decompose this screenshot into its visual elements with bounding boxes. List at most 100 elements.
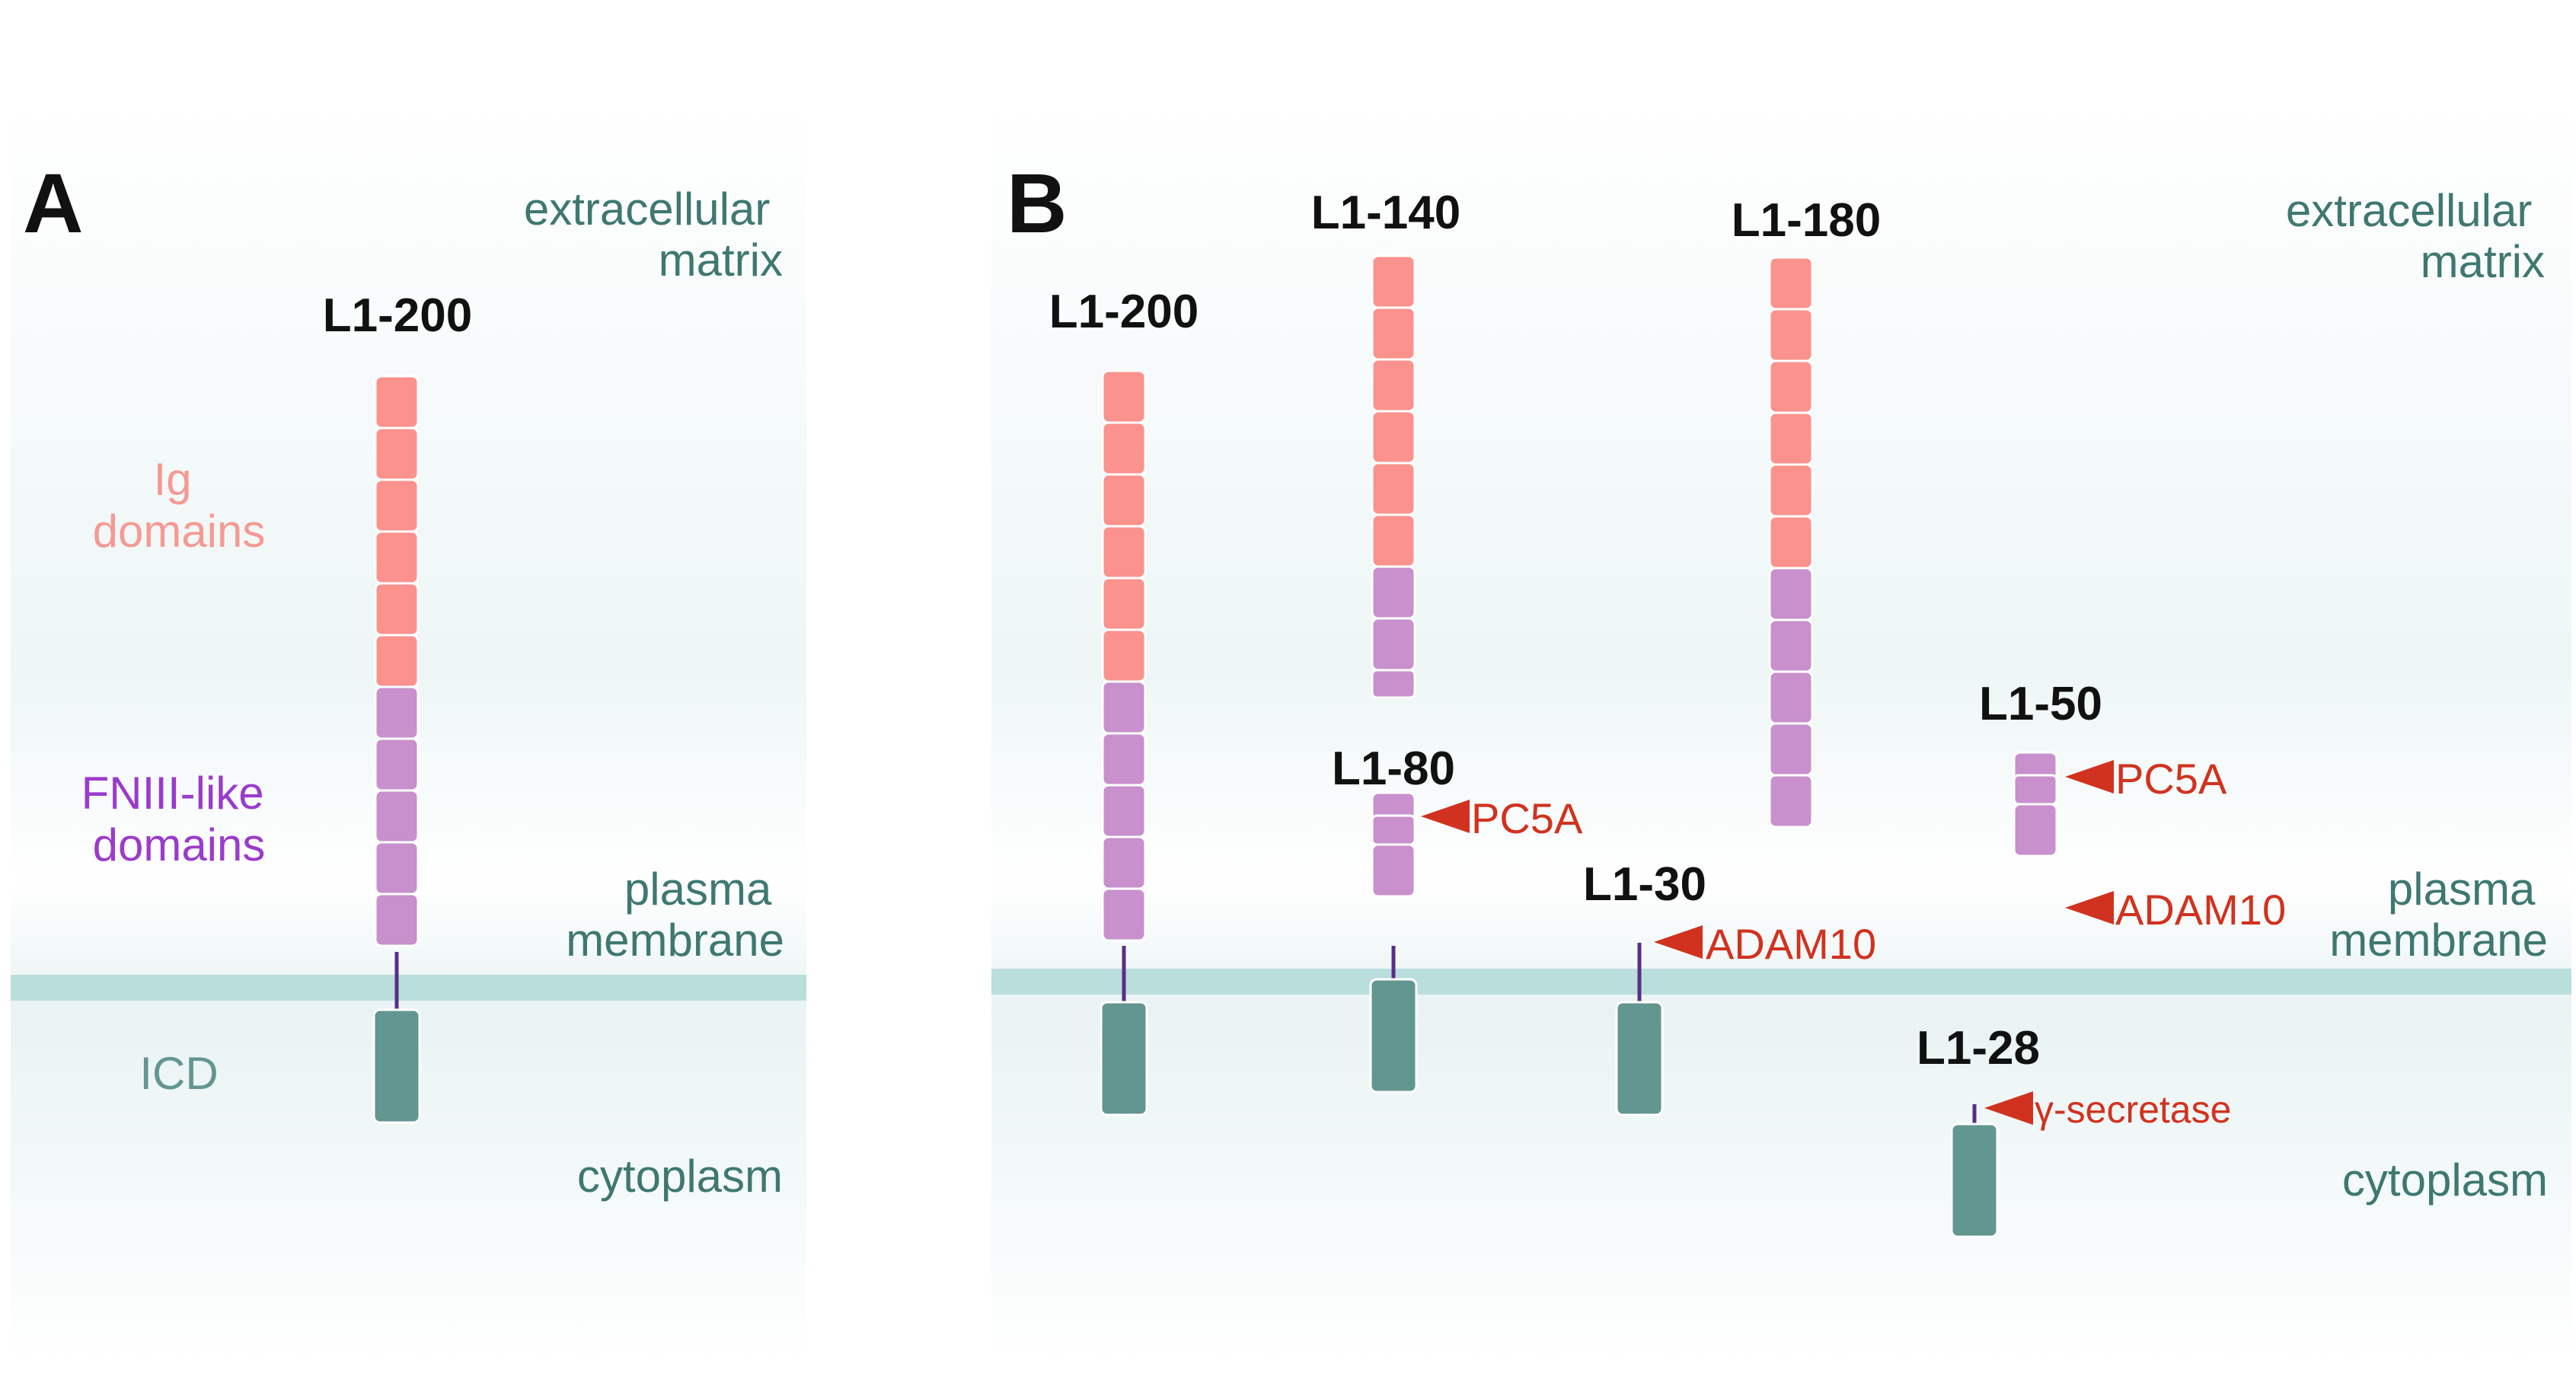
cleavage-arrow-adam10-l1-30 [1654, 925, 1703, 959]
molecule-l1-140-fn3-domain-1 [1371, 565, 1416, 620]
molecule-label-l1-140: L1-140 [1311, 187, 1460, 239]
molecule-a-ig-domain-4 [374, 530, 420, 585]
cleavage-label-gamma-secretase: γ-secretase [2035, 1088, 2231, 1131]
panel-a-extracellular-line1: extracellular [524, 184, 770, 235]
molecule-l1-80-fn3-domain-cleaved [1371, 814, 1416, 846]
ig-domains-label: Ig domains [93, 454, 266, 557]
molecule-l1-28 [1950, 1104, 1999, 1238]
molecule-l1-140-ig-domain-6 [1371, 513, 1416, 568]
molecule-a-ig-domain-5 [374, 582, 420, 637]
molecule-l1-50-fn3-domain-2 [2013, 803, 2058, 857]
molecule-a-ig-domain-1 [374, 375, 420, 430]
molecule-a-ig-domain-6 [374, 634, 420, 688]
molecule-l1-180-fn3-domain-4 [1768, 722, 1814, 777]
molecule-l1-200-fn3-domain-5 [1101, 887, 1147, 942]
cleavage-label-pc5a-l1-80: PC5A [1471, 794, 1583, 842]
molecule-a-label: L1-200 [323, 289, 472, 342]
molecule-l1-180-ig-domain-4 [1768, 411, 1814, 466]
panel-b-membrane-line2: membrane [2329, 915, 2548, 966]
molecule-label-l1-80: L1-80 [1332, 742, 1455, 795]
molecule-a-fn3-domain-3 [374, 789, 420, 844]
cleavage-label-adam10-l1-50: ADAM10 [2115, 886, 2286, 934]
molecule-l1-80-intracellular-domain [1369, 978, 1418, 1094]
molecule-l1-200-intracellular-domain [1100, 1001, 1148, 1116]
molecule-l1-140-ig-domain-5 [1371, 461, 1416, 516]
cleavage-arrow-gamma-secretase [1984, 1091, 2033, 1125]
molecule-label-l1-50: L1-50 [1979, 678, 2102, 730]
molecule-l1-200-ig-domain-2 [1101, 421, 1147, 476]
molecule-l1-180-fn3-domain-1 [1768, 567, 1814, 621]
molecule-l1-180-fn3-domain-2 [1768, 618, 1814, 673]
molecule-l1-50 [2013, 751, 2058, 857]
molecule-a-fn3-domain-1 [374, 685, 420, 740]
molecule-label-l1-180: L1-180 [1732, 194, 1881, 247]
fn-domains-line2: domains [93, 819, 266, 870]
cleavage-arrow-pc5a-l1-80 [1421, 800, 1470, 833]
panel-b-molecules [1100, 254, 2058, 1238]
panel-b-cytoplasm-label: cytoplasm [2342, 1154, 2548, 1206]
molecule-a-fn3-domain-2 [374, 737, 420, 792]
panel-b-extracellular-line1: extracellular [2286, 185, 2532, 236]
icd-label: ICD [139, 1048, 218, 1099]
panel-a-extracellular-label: extracellular matrix [524, 184, 783, 286]
cleavage-arrow-adam10-l1-50 [2065, 891, 2114, 925]
molecule-l1-200-ig-domain-6 [1101, 628, 1147, 683]
molecule-l1-180-fn3-domain-5 [1768, 774, 1814, 829]
molecule-a-ig-domain-3 [374, 478, 420, 533]
panel-b-extracellular-line2: matrix [2421, 236, 2545, 287]
cleavage-label-pc5a-l1-50: PC5A [2115, 755, 2227, 803]
molecule-a-ig-domain-2 [374, 426, 420, 481]
molecule-l1-180-ig-domain-3 [1768, 359, 1814, 414]
cleavage-arrow-pc5a-l1-50 [2065, 760, 2114, 794]
ig-domains-line1: Ig [154, 454, 192, 505]
panel-a-letter: A [23, 157, 83, 251]
molecule-l1-140-ig-domain-2 [1371, 306, 1416, 361]
molecule-l1-140-fn3-domain-cleaved [1371, 669, 1416, 699]
molecule-label-l1-200: L1-200 [1049, 286, 1199, 338]
molecule-l1-28-intracellular-domain [1950, 1123, 1999, 1238]
molecule-l1-180-fn3-domain-3 [1768, 670, 1814, 725]
ig-domains-line2: domains [93, 506, 266, 557]
panel-a-extracellular-line2: matrix [659, 235, 783, 286]
molecule-l1-200-ig-domain-3 [1101, 473, 1147, 528]
molecule-l1-30 [1615, 943, 1664, 1116]
molecule-a-l1-200 [372, 375, 421, 1124]
panel-b-extracellular-label: extracellular matrix [2286, 185, 2545, 287]
molecule-label-l1-28: L1-28 [1917, 1022, 2040, 1075]
molecule-l1-180 [1768, 256, 1814, 829]
molecule-l1-140-ig-domain-4 [1371, 410, 1416, 465]
molecule-l1-180-ig-domain-6 [1768, 515, 1814, 570]
panel-a: A extracellular matrix plasma membrane c… [11, 99, 806, 1363]
molecule-l1-30-intracellular-domain [1615, 1001, 1664, 1116]
molecule-l1-200 [1100, 369, 1148, 1116]
molecule-l1-200-ig-domain-4 [1101, 525, 1147, 580]
panel-a-membrane-line2: membrane [566, 915, 784, 966]
panel-b-membrane [991, 969, 2571, 995]
molecule-a-fn3-domain-5 [374, 893, 420, 947]
panel-b-letter: B [1007, 157, 1067, 251]
molecule-l1-200-ig-domain-5 [1101, 576, 1147, 631]
panel-a-membrane-line1: plasma [624, 864, 772, 915]
panel-b-membrane-label: plasma membrane [2329, 864, 2548, 966]
molecule-a-intracellular-domain [372, 1008, 421, 1124]
molecule-l1-140-ig-domain-3 [1371, 358, 1416, 413]
molecule-label-l1-30: L1-30 [1583, 858, 1706, 911]
molecule-l1-140-ig-domain-1 [1371, 254, 1416, 309]
panel-b: B extracellular matrix plasma membrane c… [991, 99, 2571, 1363]
molecule-l1-180-ig-domain-2 [1768, 308, 1814, 362]
panel-a-membrane-label: plasma membrane [566, 864, 784, 966]
molecule-l1-140 [1371, 254, 1416, 699]
molecule-l1-50-fn3-domain-cleaved [2013, 774, 2058, 806]
panel-b-membrane-line1: plasma [2388, 864, 2536, 915]
molecule-l1-140-fn3-domain-2 [1371, 617, 1416, 672]
molecule-l1-180-ig-domain-5 [1768, 463, 1814, 518]
fn-domains-label: FNIII-like domains [81, 768, 277, 870]
molecule-l1-200-fn3-domain-4 [1101, 835, 1147, 890]
molecule-l1-180-ig-domain-1 [1768, 256, 1814, 311]
molecule-l1-80 [1369, 791, 1418, 1094]
cleavage-label-adam10-l1-30: ADAM10 [1706, 920, 1876, 968]
panel-a-membrane [11, 975, 806, 1001]
molecule-l1-80-fn3-domain-2 [1371, 843, 1416, 898]
